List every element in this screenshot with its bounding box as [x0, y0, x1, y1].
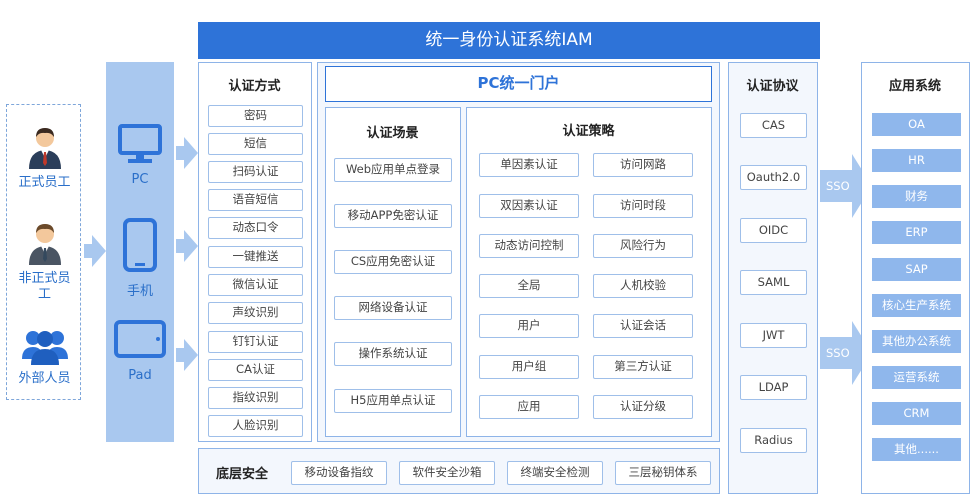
user-label: 非正式员工 [18, 271, 71, 302]
protocol-item: SAML [740, 270, 807, 295]
auth-scenes-title: 认证场景 [366, 126, 419, 141]
policy-item: 认证会话 [593, 314, 693, 338]
portal-title: PC统一门户 [325, 66, 712, 102]
auth-policy-title: 认证策略 [562, 124, 615, 139]
policy-item: 风险行为 [593, 234, 693, 258]
sso-arrow-top: SSO [820, 154, 872, 218]
protocol-item: OIDC [740, 218, 807, 243]
security-item: 终端安全检测 [507, 461, 603, 485]
app-item: CRM [872, 402, 961, 425]
app-item: HR [872, 149, 961, 172]
app-item: OA [872, 113, 961, 136]
policy-item: 全局 [479, 274, 579, 298]
auth-method-item: 扫码认证 [208, 161, 303, 183]
auth-method-item: 微信认证 [208, 274, 303, 296]
pad-arrow [176, 339, 198, 375]
users-arrow [84, 235, 106, 267]
policy-item: 第三方认证 [593, 355, 693, 379]
auth-method-item: 密码 [208, 105, 303, 127]
auth-method-item: 短信 [208, 133, 303, 155]
auth-method-item: CA认证 [208, 359, 303, 381]
auth-method-item: 钉钉认证 [208, 331, 303, 353]
app-item: 核心生产系统 [872, 294, 961, 317]
auth-scene-item: Web应用单点登录 [334, 158, 452, 182]
auth-scene-item: H5应用单点认证 [334, 389, 452, 413]
app-item: 运营系统 [872, 366, 961, 389]
auth-scene-item: 操作系统认证 [334, 342, 452, 366]
tablet-icon [114, 320, 166, 358]
auth-method-item: 人脸识别 [208, 415, 303, 437]
protocol-item: Oauth2.0 [740, 165, 807, 190]
app-item: SAP [872, 258, 961, 281]
device-pad: Pad [106, 320, 174, 383]
employee-icon [28, 128, 61, 169]
device-label: PC [131, 172, 149, 187]
app-item: 财务 [872, 185, 961, 208]
auth-scene-item: 网络设备认证 [334, 296, 452, 320]
sso-arrow-bottom: SSO [820, 321, 872, 385]
app-item: ERP [872, 221, 961, 244]
users-panel: 正式员工 非正式员工 外部人员 [6, 104, 81, 400]
auth-policy-panel: 认证策略 单因素认证 双因素认证 动态访问控制 全局 用户 用户组 应用 访问网… [466, 107, 712, 437]
user-regular: 正式员工 [7, 127, 82, 191]
protocols-panel: 认证协议 CAS Oauth2.0 OIDC SAML JWT LDAP Rad… [728, 62, 818, 494]
security-title: 底层安全 [215, 467, 268, 482]
device-phone: 手机 [106, 218, 174, 299]
auth-method-item: 指纹识别 [208, 387, 303, 409]
policy-item: 人机校验 [593, 274, 693, 298]
protocol-item: Radius [740, 428, 807, 453]
security-item: 移动设备指纹 [291, 461, 387, 485]
policy-item: 访问时段 [593, 194, 693, 218]
sso-label: SSO [826, 179, 850, 193]
policy-item: 双因素认证 [479, 194, 579, 218]
pc-arrow [176, 137, 198, 173]
user-label: 外部人员 [18, 371, 71, 386]
security-item: 三层秘钥体系 [615, 461, 711, 485]
auth-methods-title: 认证方式 [228, 79, 281, 94]
protocol-item: CAS [740, 113, 807, 138]
device-pc: PC [106, 124, 174, 187]
group-icon [21, 331, 68, 365]
monitor-icon [118, 124, 162, 163]
app-item: 其他办公系统 [872, 330, 961, 353]
apps-title: 应用系统 [888, 79, 941, 94]
phone-arrow [176, 230, 198, 266]
policy-item: 单因素认证 [479, 153, 579, 177]
protocol-item: LDAP [740, 375, 807, 400]
auth-methods-panel: 认证方式 密码 短信 扫码认证 语音短信 动态口令 一键推送 微信认证 声纹识别… [198, 62, 312, 442]
auth-method-item: 声纹识别 [208, 302, 303, 324]
contractor-icon [28, 224, 61, 265]
device-label: 手机 [126, 284, 153, 299]
auth-scene-item: 移动APP免密认证 [334, 204, 452, 228]
user-temporary: 非正式员工 [7, 223, 82, 303]
protocol-item: JWT [740, 323, 807, 348]
auth-scenes-panel: 认证场景 Web应用单点登录 移动APP免密认证 CS应用免密认证 网络设备认证… [325, 107, 461, 437]
policy-item: 动态访问控制 [479, 234, 579, 258]
auth-scene-item: CS应用免密认证 [334, 250, 452, 274]
phone-icon [123, 218, 157, 272]
policy-item: 访问网路 [593, 153, 693, 177]
app-item: 其他...... [872, 438, 961, 461]
security-panel: 底层安全 移动设备指纹 软件安全沙箱 终端安全检测 三层秘钥体系 [198, 448, 720, 494]
security-item: 软件安全沙箱 [399, 461, 495, 485]
policy-item: 用户 [479, 314, 579, 338]
auth-method-item: 一键推送 [208, 246, 303, 268]
auth-method-item: 语音短信 [208, 189, 303, 211]
device-label: Pad [128, 368, 152, 383]
policy-item: 用户组 [479, 355, 579, 379]
policy-item: 认证分级 [593, 395, 693, 419]
devices-column: PC 手机 Pad [106, 62, 174, 442]
auth-method-item: 动态口令 [208, 217, 303, 239]
protocols-title: 认证协议 [746, 79, 799, 94]
user-label: 正式员工 [18, 175, 71, 190]
policy-item: 应用 [479, 395, 579, 419]
apps-panel: 应用系统 OA HR 财务 ERP SAP 核心生产系统 其他办公系统 运营系统… [861, 62, 970, 494]
user-external: 外部人员 [7, 327, 82, 387]
system-title: 统一身份认证系统IAM [198, 22, 820, 59]
sso-label: SSO [826, 346, 850, 360]
